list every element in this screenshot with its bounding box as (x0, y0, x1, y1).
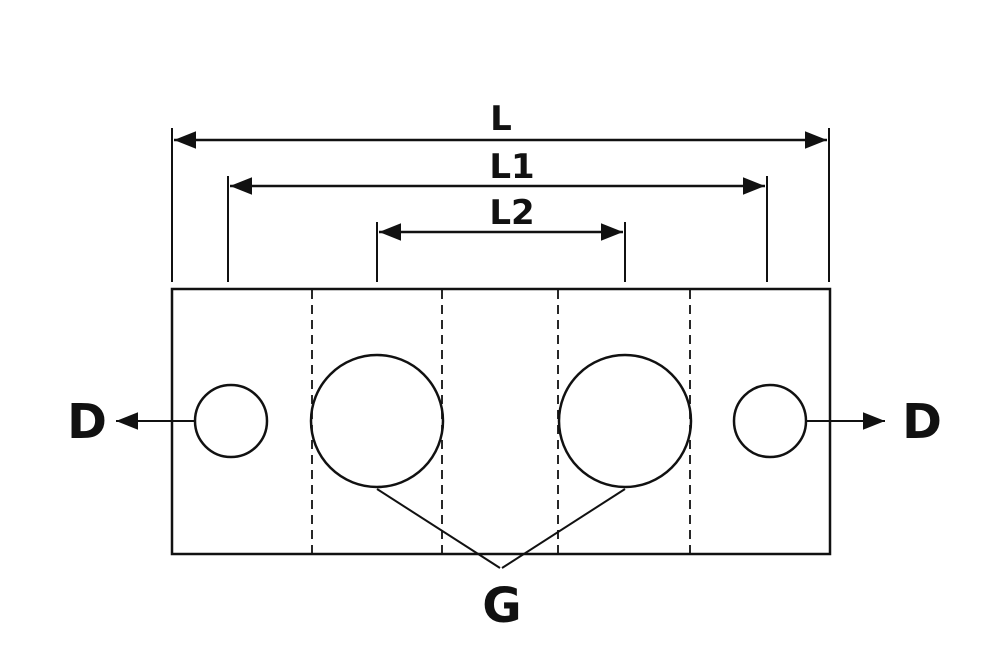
label-d-left: D (67, 394, 107, 450)
label-l1: L1 (489, 147, 534, 187)
plate-outline (170, 287, 832, 556)
leader-right-large-hole (501, 488, 626, 569)
hidden-lines (311, 290, 691, 553)
leader-left-large-hole (376, 488, 501, 569)
label-d-right: D (902, 394, 942, 450)
left-large-hole (309, 353, 445, 489)
left-small-hole (193, 383, 269, 459)
right-large-hole (557, 353, 693, 489)
right-small-hole (732, 383, 808, 459)
label-l2: L2 (489, 193, 534, 233)
label-l: L (490, 99, 512, 139)
leader-large-holes (376, 488, 626, 569)
extension-lines (171, 128, 830, 282)
label-g: G (482, 578, 521, 634)
